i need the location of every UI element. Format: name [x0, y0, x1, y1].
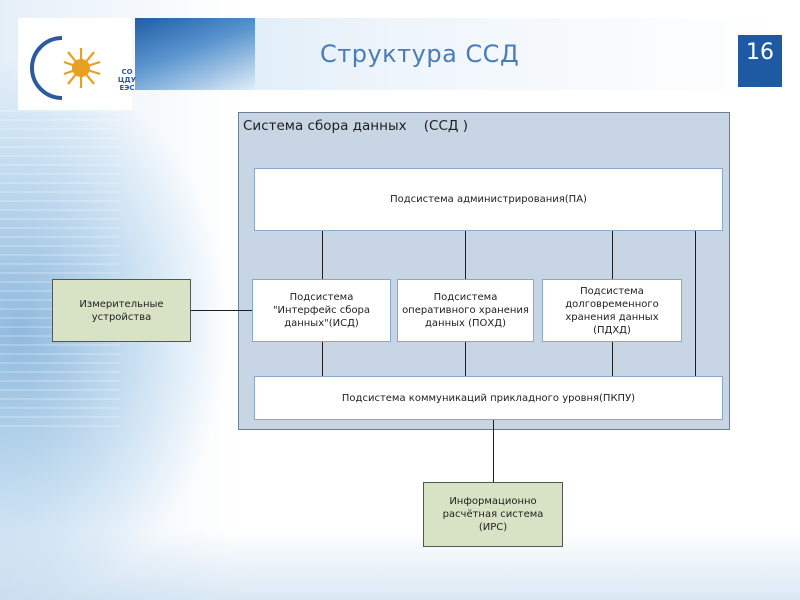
logo-text: СО ЦДУ ЕЭС	[113, 68, 141, 92]
company-logo: СО ЦДУ ЕЭС	[18, 18, 136, 110]
logo-line-2: ЦДУ	[117, 76, 137, 84]
connector-admin-pdhd	[612, 231, 613, 279]
pkpu-subsystem-label: Подсистема коммуникаций прикладного уров…	[341, 392, 636, 404]
isd-subsystem-label: Подсистема "Интерфейс сбора данных"(ИСД)	[272, 292, 371, 329]
background-pattern	[0, 110, 120, 430]
connector-admin-pkpu	[695, 231, 696, 376]
pohd-subsystem-label: Подсистема оперативного хранения данных …	[402, 292, 529, 329]
ssd-container-label: Система сбора данных (ССД )	[243, 118, 468, 134]
connector-pohd-pkpu	[465, 342, 466, 376]
header-band-accent	[135, 18, 255, 90]
irs-system-label: Информационно расчётная система (ИРС)	[442, 496, 544, 533]
connector-admin-pohd	[465, 231, 466, 279]
admin-subsystem-box: Подсистема администрирования(ПА)	[254, 168, 723, 231]
irs-system-box: Информационно расчётная система (ИРС)	[423, 482, 563, 547]
connector-isd-pkpu	[322, 342, 323, 376]
connector-devices-isd	[191, 310, 253, 311]
slide-title: Структура ССД	[320, 40, 520, 68]
isd-subsystem-box: Подсистема "Интерфейс сбора данных"(ИСД)	[252, 279, 391, 342]
pkpu-subsystem-box: Подсистема коммуникаций прикладного уров…	[254, 376, 723, 420]
logo-line-3: ЕЭС	[119, 84, 135, 92]
sun-logo-icon	[30, 36, 101, 100]
pdhd-subsystem-box: Подсистема долговременного хранения данн…	[542, 279, 682, 342]
page-number-badge: 16	[738, 35, 782, 87]
admin-subsystem-label: Подсистема администрирования(ПА)	[390, 194, 587, 205]
connector-pdhd-pkpu	[612, 342, 613, 376]
measuring-devices-label: Измерительные устройства	[79, 298, 164, 323]
connector-admin-isd	[322, 231, 323, 279]
pdhd-subsystem-label: Подсистема долговременного хранения данн…	[565, 285, 659, 336]
connector-pkpu-irs	[493, 420, 494, 482]
logo-line-1: СО	[121, 68, 133, 76]
measuring-devices-box: Измерительные устройства	[52, 279, 191, 342]
background-bottom	[0, 530, 800, 600]
pohd-subsystem-box: Подсистема оперативного хранения данных …	[397, 279, 534, 342]
